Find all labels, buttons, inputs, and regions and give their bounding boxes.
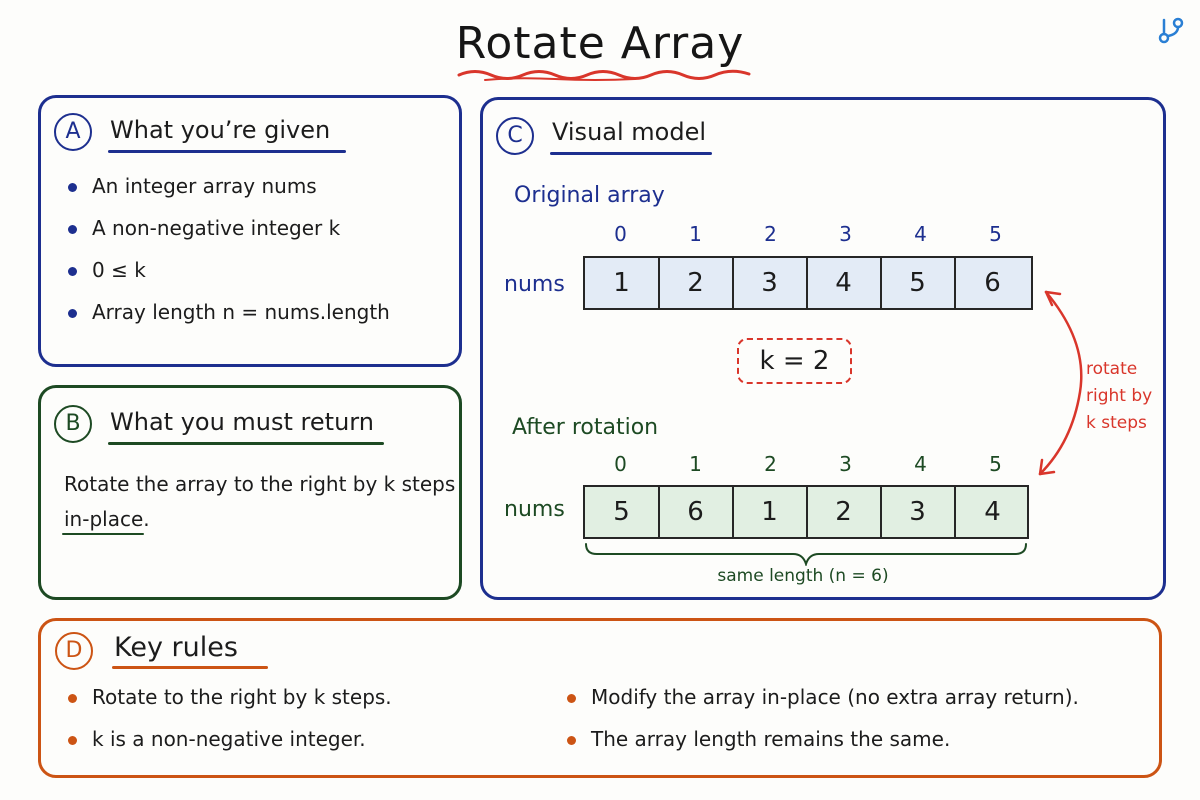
badge-a: A xyxy=(54,113,92,151)
badge-b: B xyxy=(54,405,92,443)
length-brace xyxy=(585,543,1027,566)
array-cell: 6 xyxy=(984,268,1001,298)
rotate-arrow xyxy=(1038,290,1083,476)
rotate-note: rotate right by k steps xyxy=(1086,359,1153,433)
key-rules-left: Rotate to the right by k steps. k is a n… xyxy=(66,685,392,769)
array-cell: 4 xyxy=(984,497,1001,527)
list-item: Modify the array in-place (no extra arra… xyxy=(565,685,1079,727)
return-heading: What you must return xyxy=(110,408,374,436)
return-heading-underline xyxy=(108,442,384,445)
panel-return xyxy=(38,385,462,600)
index-label: 0 xyxy=(614,452,627,476)
array-cell: 2 xyxy=(659,258,734,308)
panel-visual-model xyxy=(480,97,1166,600)
list-item: An integer array nums xyxy=(66,174,390,216)
array-cell: 3 xyxy=(881,487,956,537)
index-label: 3 xyxy=(839,222,852,246)
page-title: Rotate Array xyxy=(455,18,745,69)
array-cell: 1 xyxy=(733,487,808,537)
key-rules-heading: Key rules xyxy=(114,632,238,663)
given-heading: What you’re given xyxy=(110,116,331,144)
title-underline xyxy=(457,69,751,81)
nums-label-original: nums xyxy=(504,272,565,297)
list-item: Rotate to the right by k steps. xyxy=(66,685,392,727)
visual-heading-underline xyxy=(550,152,712,155)
array-cell: 5 xyxy=(585,487,660,537)
length-note: same length (n = 6) xyxy=(717,566,889,586)
index-label: 4 xyxy=(914,452,927,476)
branch-icon xyxy=(1158,17,1184,44)
list-item: Array length n = nums.length xyxy=(66,300,390,342)
panel-given xyxy=(38,95,462,367)
array-cell: 5 xyxy=(881,258,956,308)
list-item: A non-negative integer k xyxy=(66,216,390,258)
array-cell: 1 xyxy=(585,258,660,308)
after-rotation-label: After rotation xyxy=(512,415,659,440)
array-cell: 2 xyxy=(807,487,882,537)
given-heading-underline xyxy=(108,150,346,153)
return-text: Rotate the array to the right by k steps xyxy=(64,472,456,496)
return-text-inplace: in-place. xyxy=(64,507,150,531)
rotated-array: 5 6 1 2 3 4 xyxy=(583,485,1029,539)
badge-c: C xyxy=(496,117,534,155)
index-label: 5 xyxy=(989,452,1002,476)
panel-key-rules xyxy=(38,618,1162,778)
index-label: 2 xyxy=(764,222,777,246)
original-array: 1 2 3 4 5 6 xyxy=(583,256,1033,310)
index-label: 1 xyxy=(689,452,702,476)
k-value-box: k = 2 xyxy=(737,338,852,384)
given-list: An integer array nums A non-negative int… xyxy=(66,174,390,342)
list-item: k is a non-negative integer. xyxy=(66,727,392,769)
index-label: 1 xyxy=(689,222,702,246)
array-cell: 3 xyxy=(733,258,808,308)
key-rules-heading-underline xyxy=(112,666,268,669)
badge-d: D xyxy=(55,632,93,670)
array-cell: 6 xyxy=(659,487,734,537)
nums-label-rotated: nums xyxy=(504,497,565,522)
visual-heading: Visual model xyxy=(552,118,707,146)
original-array-label: Original array xyxy=(514,183,665,208)
index-label: 2 xyxy=(764,452,777,476)
index-label: 0 xyxy=(614,222,627,246)
index-label: 5 xyxy=(989,222,1002,246)
index-label: 4 xyxy=(914,222,927,246)
list-item: 0 ≤ k xyxy=(66,258,390,300)
array-cell: 4 xyxy=(807,258,882,308)
inplace-underline xyxy=(62,533,144,535)
key-rules-right: Modify the array in-place (no extra arra… xyxy=(565,685,1079,769)
list-item: The array length remains the same. xyxy=(565,727,1079,769)
index-label: 3 xyxy=(839,452,852,476)
